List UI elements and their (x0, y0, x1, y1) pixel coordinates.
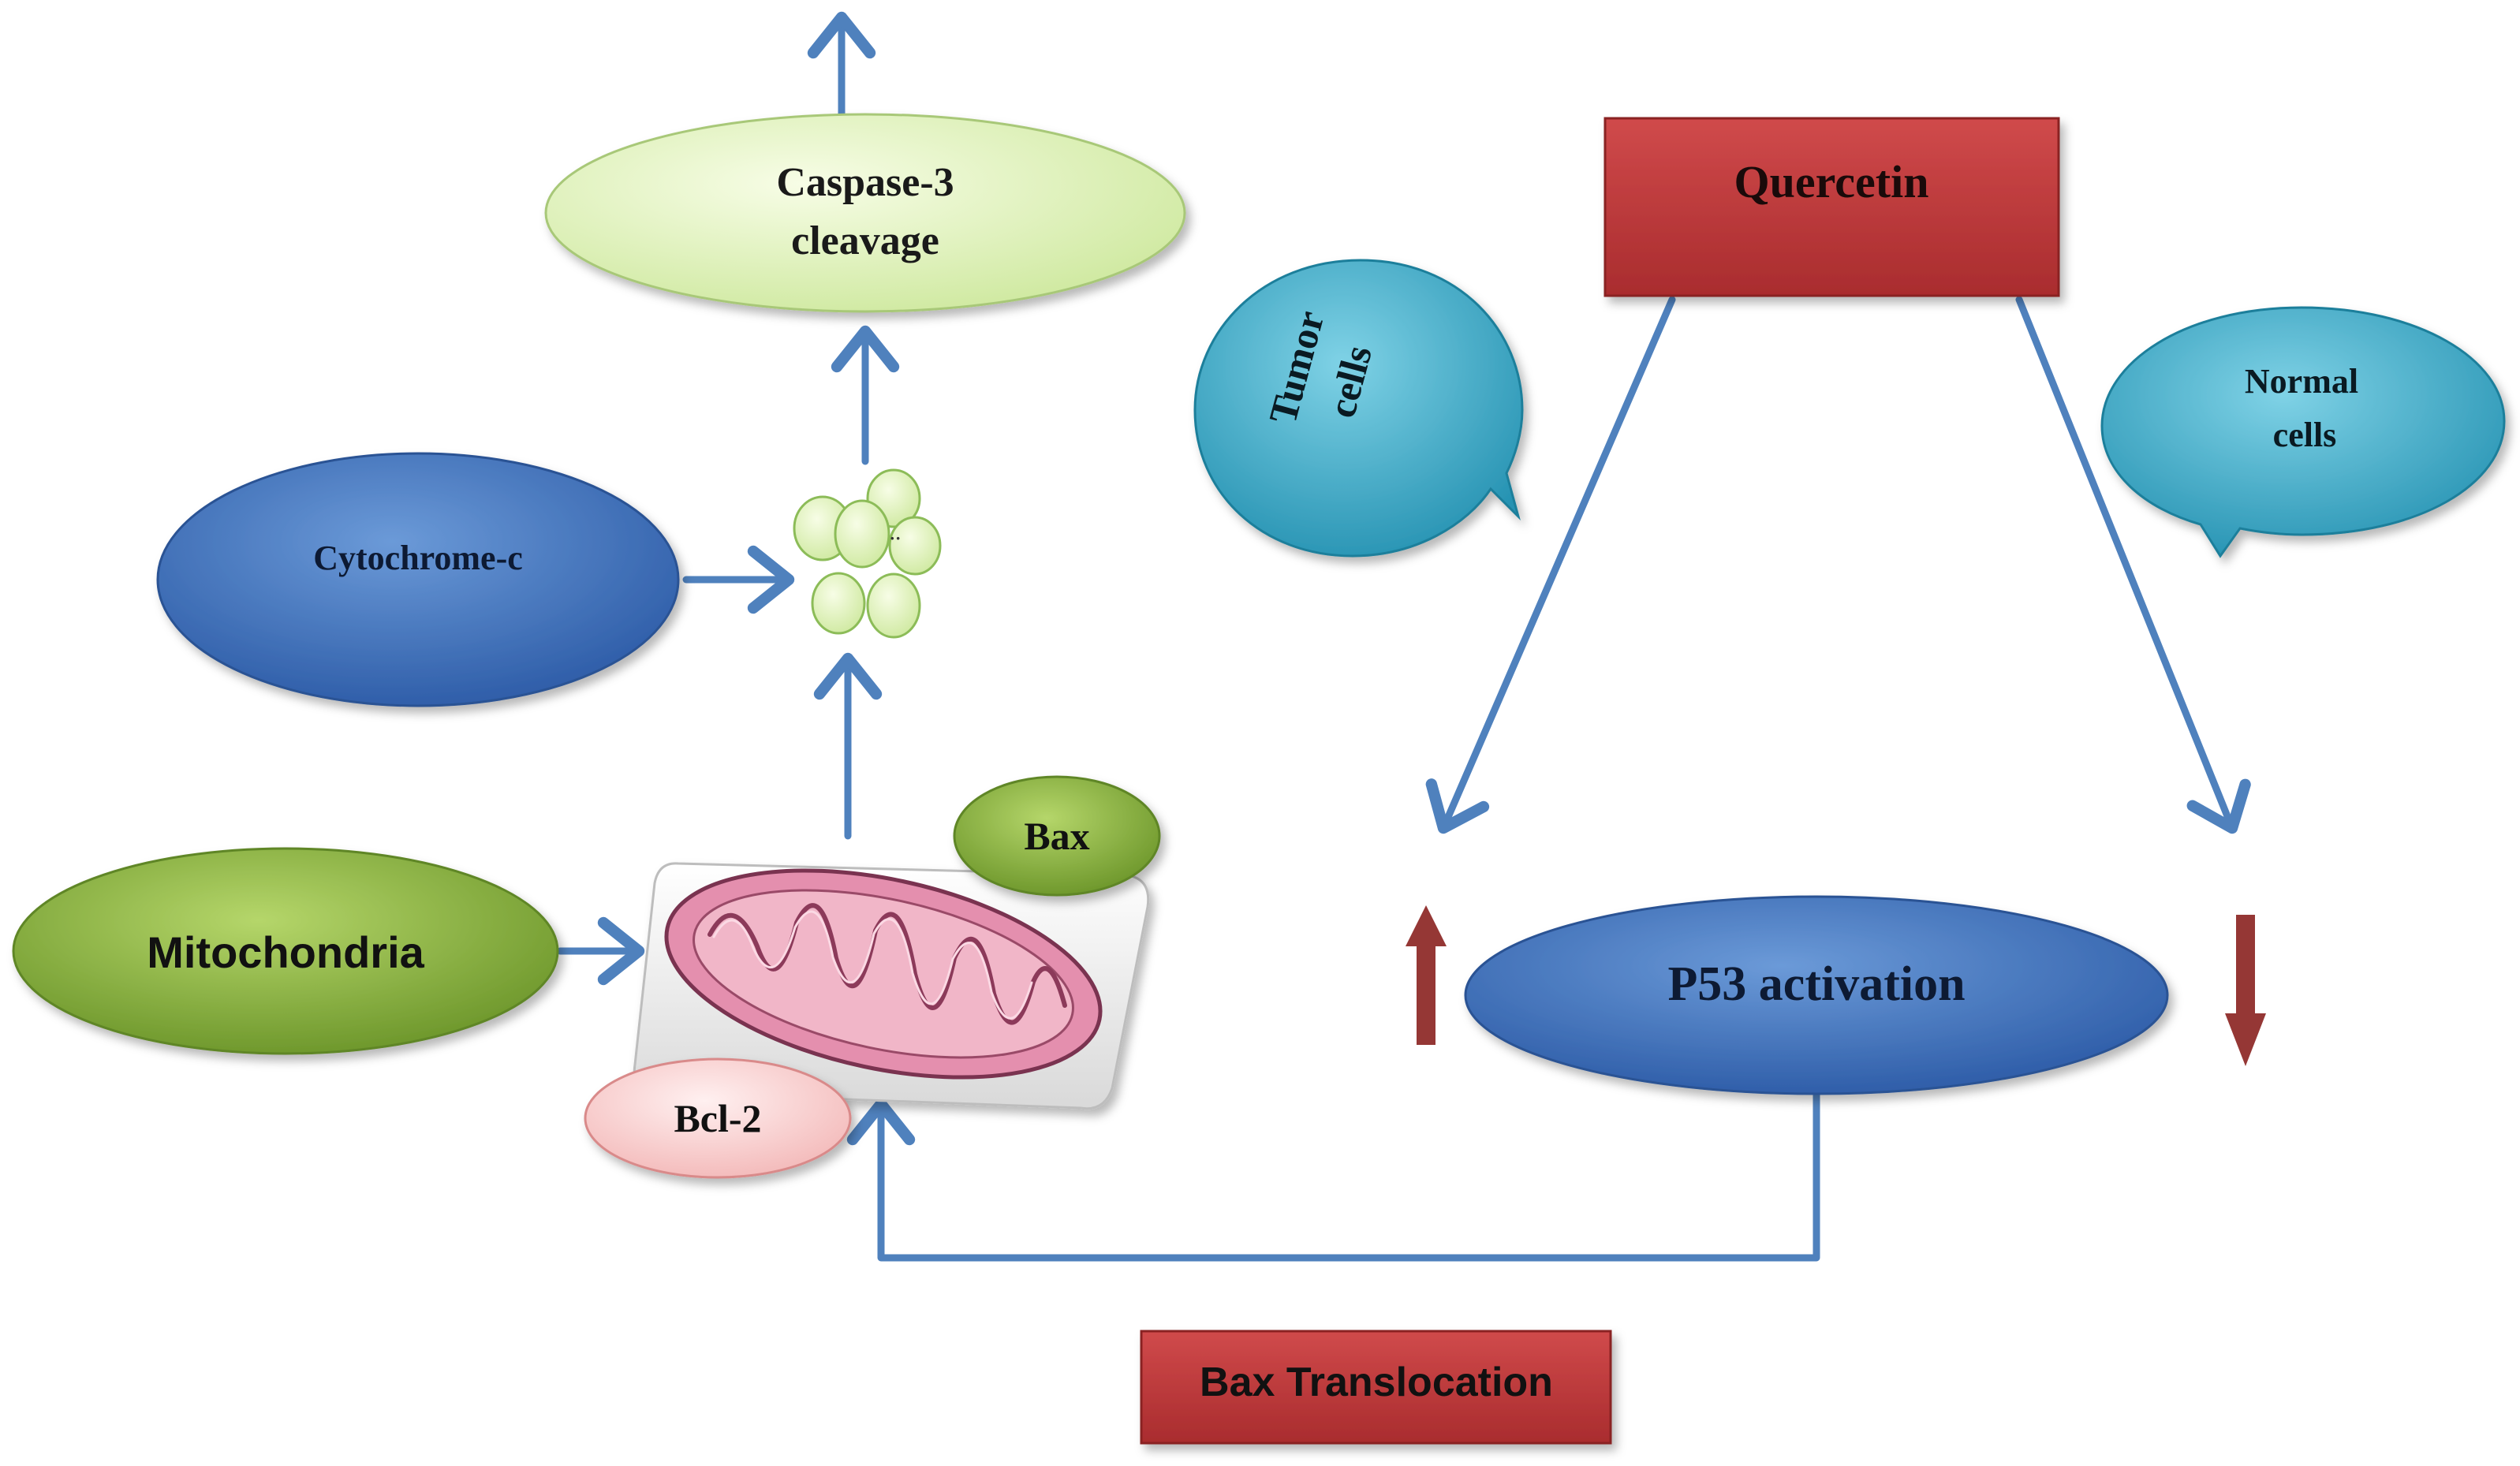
quercetin-label: Quercetin (1734, 156, 1929, 207)
vesicle-cluster (793, 468, 942, 639)
p53-node (1464, 895, 2169, 1095)
up-arrow-icon (1406, 905, 1447, 1045)
bcl2-node (584, 1058, 852, 1179)
bax-translocation-label: Bax Translocation (1200, 1360, 1553, 1405)
mitochondria-label: Mitochondria (147, 927, 424, 977)
normal-label-line1: Normal (2245, 362, 2358, 401)
p53-label: P53 activation (1667, 957, 1965, 1011)
vesicle (866, 573, 921, 639)
arrow-bax-translocation (846, 1088, 1820, 1262)
cytochrome-node (156, 452, 680, 707)
bax-label: Bax (1024, 814, 1089, 858)
vesicle-mark: ·· (890, 528, 902, 548)
caspase-label-line1: Caspase-3 (776, 160, 954, 205)
mitochondria-node (12, 847, 559, 1055)
caspase-node (544, 113, 1186, 313)
bax-node (953, 775, 1161, 897)
normal-label-line2: cells (2273, 416, 2337, 454)
vesicle (811, 572, 866, 635)
cytochrome-label: Cytochrome-c (313, 539, 523, 577)
mitochondrion-picture (633, 862, 1150, 1110)
bax-translocation-box (1140, 1330, 1612, 1445)
quercetin-box (1603, 117, 2060, 297)
caspase-label-line2: cleavage (791, 218, 939, 263)
vesicle (888, 516, 942, 576)
normal-cells-bubble (2100, 306, 2506, 558)
down-arrow-icon (2225, 915, 2266, 1066)
arrow-quercetin-to-tumor (1425, 296, 1676, 834)
vesicle (834, 499, 890, 569)
arrow-quercetin-to-normal (2015, 296, 2251, 834)
bcl2-label: Bcl-2 (674, 1096, 761, 1140)
tumor-cells-bubble (1193, 259, 1524, 558)
mitochondrion-icon (664, 868, 1103, 1080)
